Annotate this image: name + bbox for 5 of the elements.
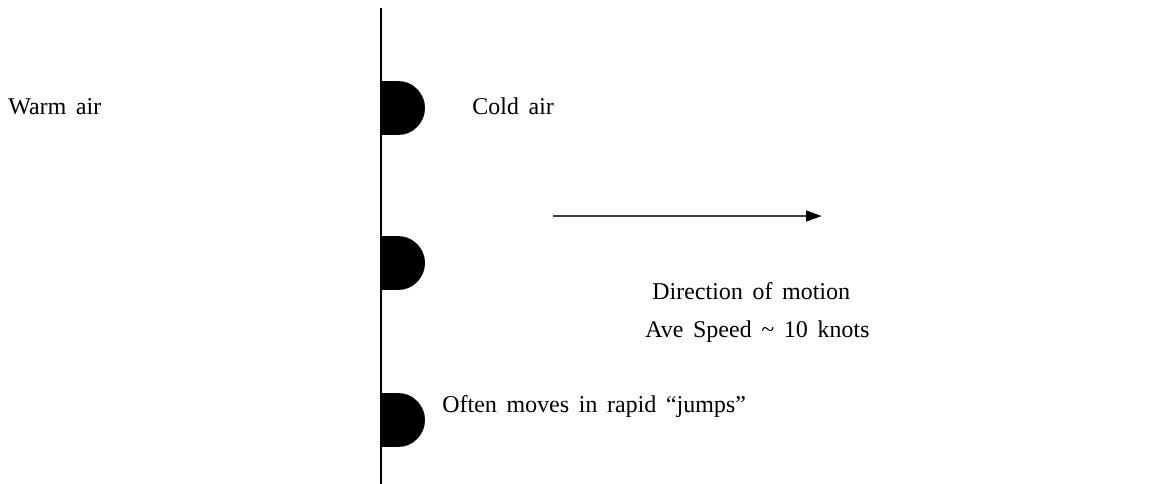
motion-note: Direction of motion	[652, 282, 850, 300]
movement-note: Often moves in rapid “jumps”	[443, 395, 745, 418]
speed-note: Ave Speed ~ 10 knots	[645, 320, 869, 343]
air-mass-label: Cold air	[473, 97, 554, 115]
air-mass-label: Warm air	[8, 98, 101, 115]
